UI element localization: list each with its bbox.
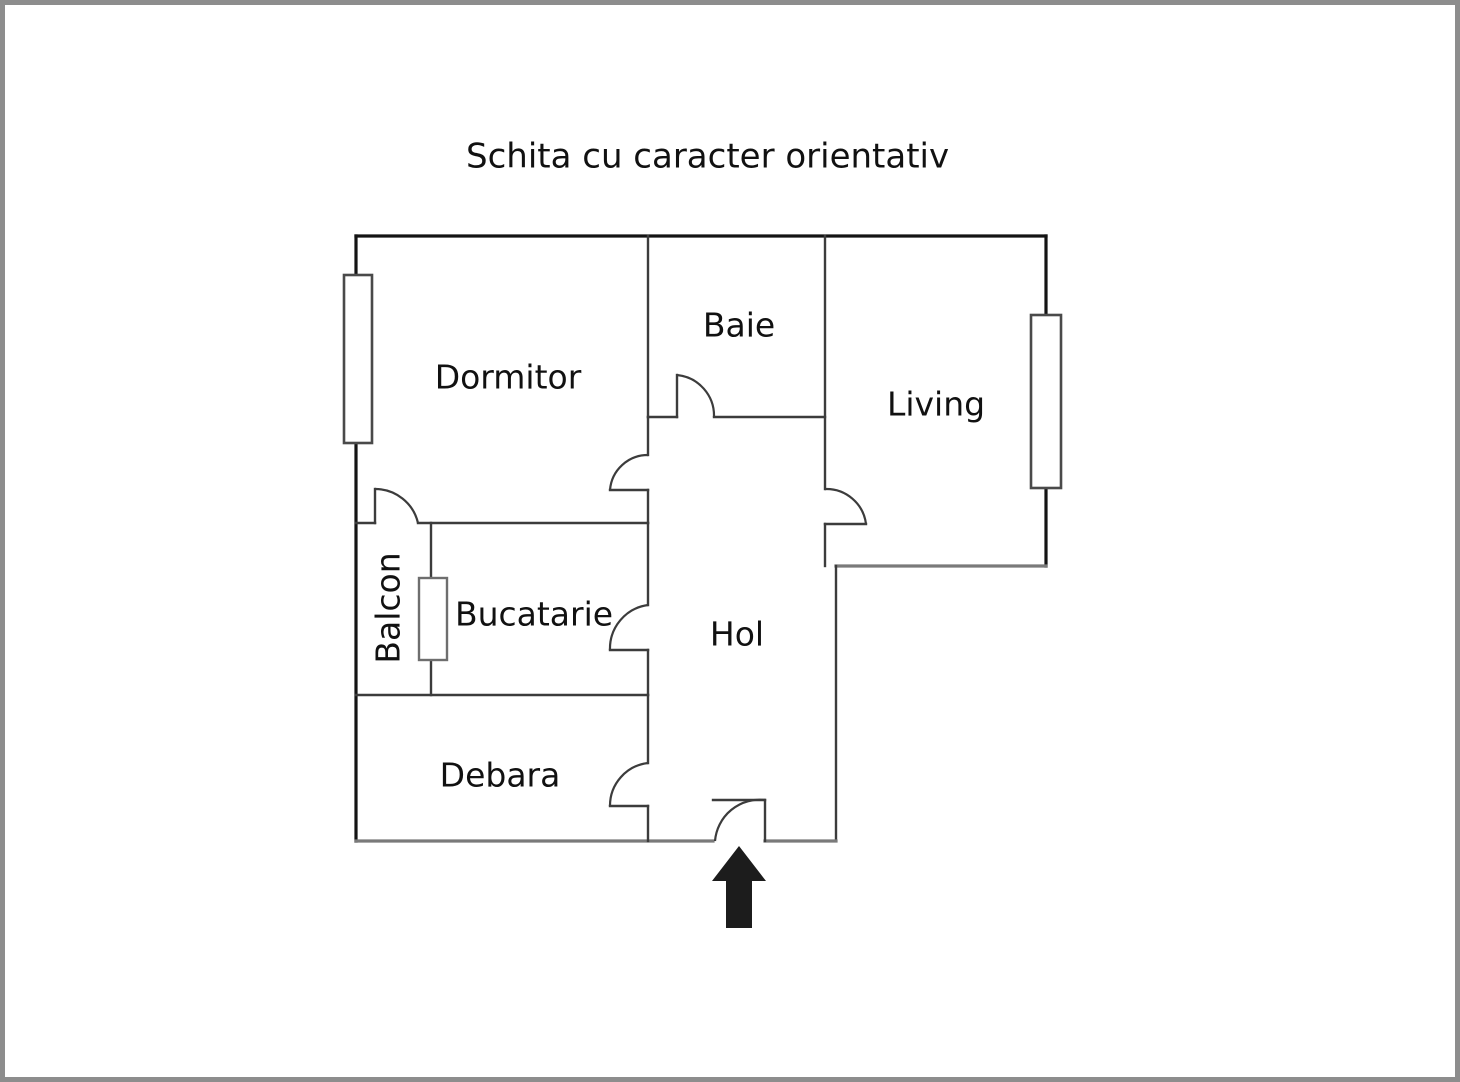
entrance-arrow-icon xyxy=(712,846,766,928)
window-bucatarie xyxy=(417,576,449,662)
door-arc-entrance xyxy=(713,798,766,842)
door-arc-dormitor xyxy=(608,453,649,491)
room-label-debara: Debara xyxy=(440,756,561,795)
door-arc-baie xyxy=(676,373,716,418)
room-label-baie: Baie xyxy=(703,306,775,345)
page-title: Schita cu caracter orientativ xyxy=(466,137,949,177)
room-label-bucatarie: Bucatarie xyxy=(455,595,613,634)
door-arc-living xyxy=(824,487,868,525)
window-living xyxy=(1029,313,1063,490)
room-label-hol: Hol xyxy=(710,615,764,654)
room-label-balcon: Balcon xyxy=(369,552,408,663)
window-dormitor xyxy=(342,273,374,445)
door-arc-balcon xyxy=(374,487,420,524)
door-arc-debara xyxy=(608,761,649,807)
room-label-dormitor: Dormitor xyxy=(435,358,582,397)
room-label-living: Living xyxy=(887,385,985,424)
door-arc-bucatarie xyxy=(608,603,649,651)
